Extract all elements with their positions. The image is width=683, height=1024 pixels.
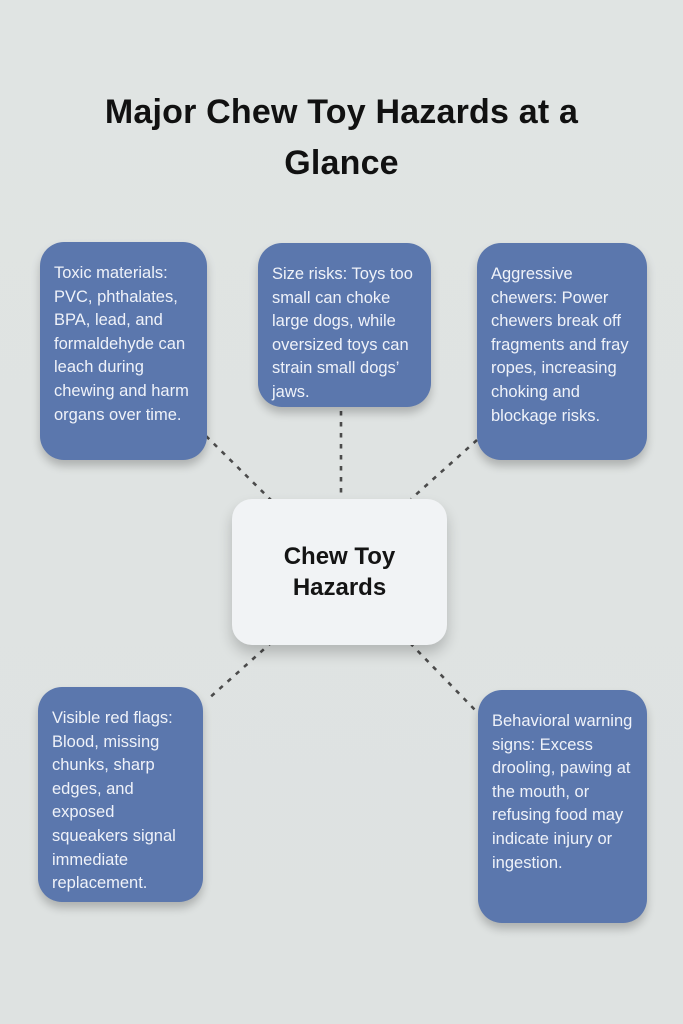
node-visible-red-flags-text: Visible red flags: Blood, missing chunks… bbox=[52, 709, 176, 893]
connector-toxic-to-center bbox=[205, 435, 274, 503]
connector-center-to-behavioral bbox=[409, 642, 478, 713]
node-aggressive-chewers: Aggressive chewers: Power chewers break … bbox=[477, 243, 647, 460]
connector-center-to-redflags bbox=[206, 641, 273, 701]
node-visible-red-flags: Visible red flags: Blood, missing chunks… bbox=[38, 687, 203, 902]
node-size-risks-text: Size risks: Toys too small can choke lar… bbox=[272, 265, 413, 401]
center-node-label: Chew Toy Hazards bbox=[283, 542, 396, 601]
node-behavioral-warning-signs-text: Behavioral warning signs: Excess droolin… bbox=[492, 712, 633, 872]
center-node-chew-toy-hazards: Chew Toy Hazards bbox=[232, 499, 447, 645]
node-size-risks: Size risks: Toys too small can choke lar… bbox=[258, 243, 431, 407]
page-title: Major Chew Toy Hazards at a Glance bbox=[104, 92, 579, 182]
node-toxic-materials-text: Toxic materials: PVC, phthalates, BPA, l… bbox=[54, 264, 189, 424]
node-aggressive-chewers-text: Aggressive chewers: Power chewers break … bbox=[491, 265, 629, 425]
node-toxic-materials: Toxic materials: PVC, phthalates, BPA, l… bbox=[40, 242, 207, 460]
connector-aggressive-to-center bbox=[410, 439, 478, 500]
node-behavioral-warning-signs: Behavioral warning signs: Excess droolin… bbox=[478, 690, 647, 923]
